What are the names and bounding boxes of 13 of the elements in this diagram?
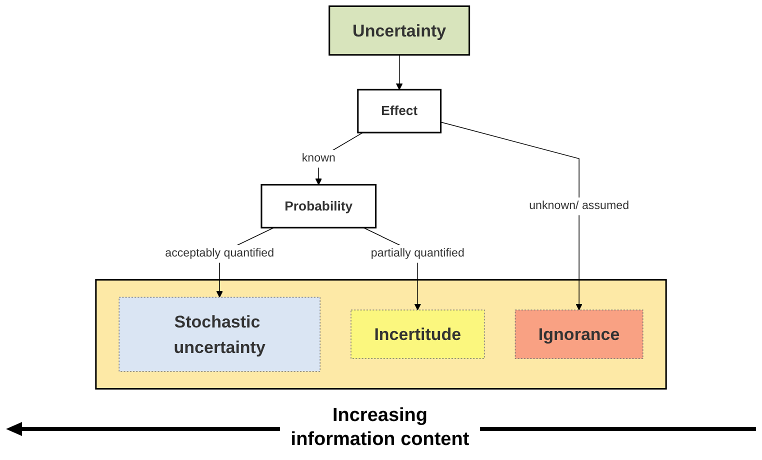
node-box: Effect [357, 88, 442, 134]
cluster [95, 279, 667, 390]
node-box: Probability [260, 184, 377, 228]
edge-label: acceptably quantified [165, 246, 274, 260]
edge-label: unknown/ assumed [529, 199, 630, 212]
arrow [396, 54, 403, 90]
node-box: Stochastic uncertainty [118, 296, 320, 372]
node-box: Uncertainty [328, 5, 470, 56]
arrow [440, 122, 582, 310]
node-box: Ignorance [514, 310, 644, 360]
node-box: Incertitude [350, 310, 485, 360]
edge-label: known [302, 152, 336, 165]
edge-label: partially quantified [370, 246, 464, 260]
